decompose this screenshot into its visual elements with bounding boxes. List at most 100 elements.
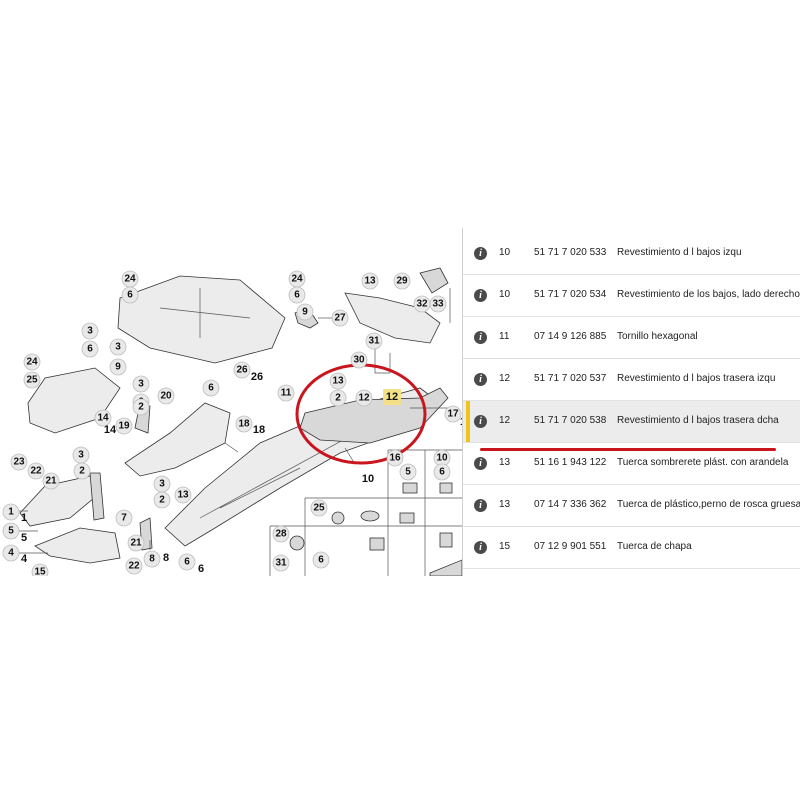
- info-icon[interactable]: i: [474, 415, 487, 428]
- parts-row[interactable]: i 15 07 12 9 901 551 Tuerca de chapa: [463, 527, 800, 569]
- callout-24[interactable]: 24: [121, 270, 139, 288]
- parts-row[interactable]: i 10 51 71 7 020 533 Revestimiento d l b…: [463, 233, 800, 275]
- callout-label: 6: [127, 290, 133, 301]
- info-icon[interactable]: i: [474, 541, 487, 554]
- callout-25[interactable]: 25: [23, 371, 41, 389]
- callout-label: 5: [405, 467, 411, 478]
- callout-31[interactable]: 31: [272, 554, 290, 572]
- part-label-6: 6: [198, 563, 204, 575]
- callout-2[interactable]: 2: [153, 491, 171, 509]
- callout-14[interactable]: 14: [94, 409, 112, 427]
- callout-18[interactable]: 18: [235, 415, 253, 433]
- callout-33[interactable]: 33: [429, 295, 447, 313]
- callout-2[interactable]: 2: [132, 398, 150, 416]
- callout-badge: [329, 372, 347, 390]
- callout-13[interactable]: 13: [329, 372, 347, 390]
- callout-31[interactable]: 31: [365, 332, 383, 350]
- position-number: 10: [499, 247, 511, 258]
- info-icon[interactable]: i: [474, 499, 487, 512]
- callout-6[interactable]: 6: [81, 340, 99, 358]
- callout-26[interactable]: 26: [233, 361, 251, 379]
- part-label-10: 10: [362, 473, 374, 485]
- callout-30[interactable]: 30: [350, 351, 368, 369]
- callout-32[interactable]: 32: [413, 295, 431, 313]
- info-icon[interactable]: i: [474, 289, 487, 302]
- callout-27[interactable]: 27: [331, 309, 349, 327]
- callout-9[interactable]: 9: [109, 358, 127, 376]
- callout-22[interactable]: 22: [125, 557, 143, 575]
- info-icon[interactable]: i: [474, 247, 487, 260]
- bracket-21: [89, 472, 105, 521]
- callout-label: 6: [439, 467, 445, 478]
- callout-4[interactable]: 4: [2, 544, 20, 562]
- callout-label: 7: [121, 513, 127, 524]
- callout-badge: [178, 553, 196, 571]
- callout-3[interactable]: 3: [153, 475, 171, 493]
- callout-19[interactable]: 19: [115, 417, 133, 435]
- heat-shield-29: [344, 292, 441, 344]
- callout-label: 10: [436, 453, 448, 464]
- callout-6[interactable]: 6: [202, 379, 220, 397]
- callout-6[interactable]: 6: [288, 286, 306, 304]
- callout-2[interactable]: 2: [329, 389, 347, 407]
- callout-6[interactable]: 6: [178, 553, 196, 571]
- callout-29[interactable]: 29: [393, 272, 411, 290]
- info-icon[interactable]: i: [474, 457, 487, 470]
- callout-badge: [125, 557, 143, 575]
- callout-label: 9: [115, 362, 121, 373]
- callout-label: 3: [78, 450, 84, 461]
- callout-badge: [109, 358, 127, 376]
- info-icon[interactable]: i: [474, 373, 487, 386]
- highlighted-callout-12[interactable]: 12: [383, 389, 401, 405]
- callout-badge: [42, 472, 60, 490]
- callout-20[interactable]: 20: [157, 387, 175, 405]
- callout-7[interactable]: 7: [115, 509, 133, 527]
- callout-3[interactable]: 3: [109, 338, 127, 356]
- callout-5[interactable]: 5: [399, 463, 417, 481]
- parts-row-selected[interactable]: i 12 51 71 7 020 538 Revestimiento d l b…: [463, 401, 800, 443]
- callout-3[interactable]: 3: [72, 446, 90, 464]
- callout-23[interactable]: 23: [10, 453, 28, 471]
- callout-16[interactable]: 16: [386, 449, 404, 467]
- callout-3[interactable]: 3: [132, 375, 150, 393]
- callout-8[interactable]: 8: [143, 550, 161, 568]
- fastener-31: [289, 535, 305, 551]
- callout-13[interactable]: 13: [361, 272, 379, 290]
- callout-12[interactable]: 12: [355, 389, 373, 407]
- callout-22[interactable]: 22: [27, 462, 45, 480]
- parts-table: i 10 51 71 7 020 533 Revestimiento d l b…: [463, 233, 800, 569]
- callout-6[interactable]: 6: [433, 463, 451, 481]
- parts-row[interactable]: i 12 51 71 7 020 537 Revestimiento d l b…: [463, 359, 800, 401]
- callout-3[interactable]: 3: [81, 322, 99, 340]
- parts-row[interactable]: i 10 51 71 7 020 534 Revestimiento de lo…: [463, 275, 800, 317]
- callout-label: 2: [79, 466, 85, 477]
- fastener-clip: [369, 537, 385, 551]
- callout-badge: [296, 303, 314, 321]
- position-number: 11: [499, 331, 510, 342]
- parts-row[interactable]: i 13 51 16 1 943 122 Tuerca sombrerete p…: [463, 443, 800, 485]
- position-number: 12: [499, 373, 511, 384]
- callout-1[interactable]: 1: [2, 503, 20, 521]
- part-number: 51 16 1 943 122: [534, 457, 607, 468]
- callout-9[interactable]: 9: [296, 303, 314, 321]
- callout-24[interactable]: 24: [23, 353, 41, 371]
- parts-row[interactable]: i 11 07 14 9 126 885 Tornillo hexagonal: [463, 317, 800, 359]
- callout-5[interactable]: 5: [2, 522, 20, 540]
- callout-6[interactable]: 6: [312, 551, 330, 569]
- callout-label: 29: [396, 276, 408, 287]
- callout-2[interactable]: 2: [73, 462, 91, 480]
- callout-badge: [329, 389, 347, 407]
- callout-label: 24: [124, 274, 136, 285]
- callout-28[interactable]: 28: [272, 525, 290, 543]
- callout-21[interactable]: 21: [127, 534, 145, 552]
- info-icon[interactable]: i: [474, 331, 487, 344]
- callout-13[interactable]: 13: [174, 486, 192, 504]
- callout-15[interactable]: 15: [31, 563, 49, 576]
- callout-25[interactable]: 25: [310, 499, 328, 517]
- callout-6[interactable]: 6: [121, 286, 139, 304]
- callout-21[interactable]: 21: [42, 472, 60, 490]
- callout-24[interactable]: 24: [288, 270, 306, 288]
- callout-17[interactable]: 17: [444, 405, 462, 423]
- callout-11[interactable]: 11: [277, 384, 295, 402]
- parts-row[interactable]: i 13 07 14 7 336 362 Tuerca de plástico,…: [463, 485, 800, 527]
